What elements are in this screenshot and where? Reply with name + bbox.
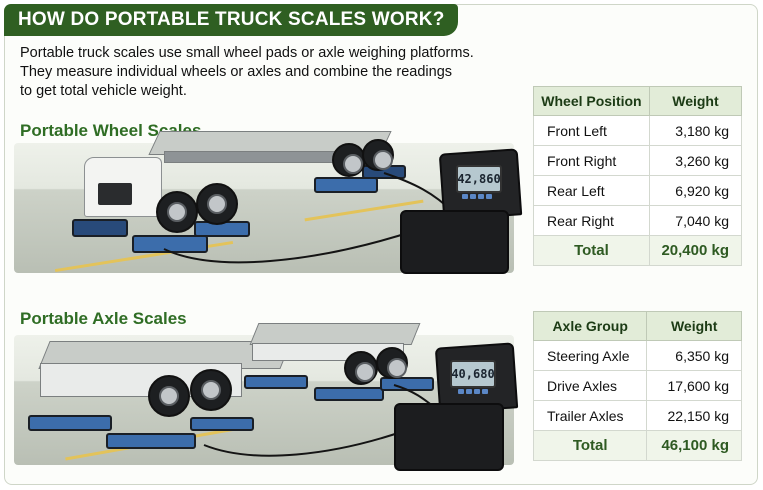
axle-group-cell: Drive Axles (532, 370, 648, 401)
weight-cell: 3,260 kg (648, 145, 743, 176)
axle-pad-scale-icon (28, 415, 112, 431)
weight-cell: 3,180 kg (648, 115, 743, 146)
page-title: HOW DO PORTABLE TRUCK SCALES WORK? (18, 9, 445, 30)
intro-line: to get total vehicle weight. (20, 83, 187, 99)
table-header: Axle Group (532, 311, 648, 341)
weight-cell: 6,350 kg (646, 340, 742, 371)
axle-pad-scale-icon (106, 433, 196, 449)
table-header: Weight (648, 86, 743, 116)
axle-group-cell: Trailer Axles (532, 400, 648, 431)
title-banner: HOW DO PORTABLE TRUCK SCALES WORK? (4, 4, 458, 36)
wheel-position-cell: Front Left (533, 115, 650, 146)
intro-line: Portable truck scales use small wheel pa… (20, 45, 474, 61)
table-row: Rear Right 7,040 kg (533, 205, 743, 236)
table-header: Wheel Position (533, 86, 650, 116)
weight-cell: 6,920 kg (648, 175, 743, 206)
wheel-pad-scale-icon (314, 177, 378, 193)
table-header: Weight (646, 311, 742, 341)
axle-pad-scale-icon (314, 387, 384, 401)
weight-cell: 7,040 kg (648, 205, 743, 236)
table-row: Steering Axle 6,350 kg (532, 340, 742, 371)
wheel-icon (362, 139, 394, 171)
axle-scales-heading: Portable Axle Scales (20, 309, 187, 328)
axle-scale-illustration (14, 323, 514, 465)
scale-indicator-case-icon (400, 210, 509, 274)
table-total-row: Total 46,100 kg (532, 430, 742, 461)
table-row: Front Right 3,260 kg (533, 145, 743, 176)
wheel-icon (196, 183, 238, 225)
table-row: Front Left 3,180 kg (533, 115, 743, 146)
wheel-weights-table: Wheel Position Weight Front Left 3,180 k… (533, 86, 743, 266)
wheel-position-cell: Rear Left (533, 175, 650, 206)
indicator-display: 42,860 (456, 165, 502, 193)
table-row: Drive Axles 17,600 kg (532, 370, 742, 401)
indicator-keypad (458, 389, 488, 394)
scale-indicator-case-icon (394, 403, 504, 471)
wheel-scales-heading: Portable Wheel Scales (20, 121, 202, 140)
intro-text: Portable truck scales use small wheel pa… (20, 44, 525, 101)
table-row: Trailer Axles 22,150 kg (532, 400, 742, 431)
intro-line: They measure individual wheels or axles … (20, 64, 453, 80)
total-value: 46,100 kg (646, 430, 742, 461)
axle-weights-table: Axle Group Weight Steering Axle 6,350 kg… (532, 311, 742, 461)
wheel-icon (376, 347, 408, 379)
wheel-icon (190, 369, 232, 411)
weight-cell: 22,150 kg (646, 400, 742, 431)
axle-pad-scale-icon (244, 375, 308, 389)
wheel-position-cell: Front Right (533, 145, 650, 176)
weight-cell: 17,600 kg (646, 370, 742, 401)
wheel-pad-scale-icon (72, 219, 128, 237)
wheel-icon (148, 375, 190, 417)
table-row: Rear Left 6,920 kg (533, 175, 743, 206)
total-label: Total (532, 430, 648, 461)
total-value: 20,400 kg (648, 235, 743, 266)
wheel-position-cell: Rear Right (533, 205, 650, 236)
total-label: Total (533, 235, 650, 266)
wheel-icon (332, 143, 366, 177)
axle-group-cell: Steering Axle (532, 340, 648, 371)
indicator-display: 40,680 (450, 360, 496, 388)
table-total-row: Total 20,400 kg (533, 235, 743, 266)
truck-grille (98, 183, 132, 205)
indicator-keypad (462, 194, 492, 199)
axle-pad-scale-icon (190, 417, 254, 431)
